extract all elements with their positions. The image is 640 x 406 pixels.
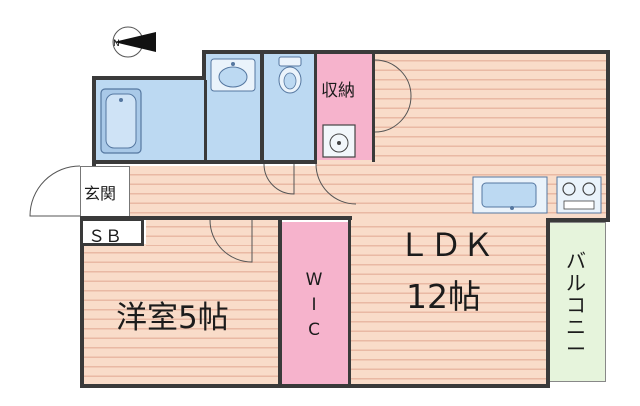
balcony-char: コ <box>566 293 586 317</box>
ldk-label: ＬＤＫ <box>398 226 495 264</box>
shoe-box <box>80 218 144 246</box>
wic-letter: I <box>311 295 317 315</box>
balcony-label: バ ル コ ニ ー <box>562 250 590 360</box>
entrance-label: 玄関 <box>84 184 117 203</box>
kitchen-sink-icon <box>472 176 548 214</box>
toilet-icon <box>278 56 302 94</box>
wic-label: W I C <box>300 268 328 343</box>
walk-in-closet <box>282 222 350 384</box>
western-room-upper <box>146 218 278 246</box>
wall-bath-top <box>92 76 204 80</box>
wall-top <box>202 50 610 54</box>
wall-bath-left <box>92 76 96 166</box>
wall-toilet-closet <box>314 54 317 164</box>
wall-balcony <box>546 218 550 388</box>
wall-ldk-right-step <box>546 218 610 222</box>
washbasin-icon <box>210 58 256 92</box>
balcony <box>548 222 606 382</box>
balcony-char: ル <box>566 271 586 295</box>
hallway-floor <box>128 166 318 218</box>
wic-letter: W <box>305 270 323 290</box>
wall-hall-bottom <box>80 216 352 220</box>
ldk-floor-lower <box>350 218 548 386</box>
balcony-char: ー <box>566 337 586 361</box>
svg-text:N: N <box>113 39 120 49</box>
closet-label: 収納 <box>321 81 355 101</box>
ldk-size-label: 12帖 <box>406 277 481 316</box>
balcony-char: ニ <box>566 315 586 339</box>
wall-wic-left <box>278 216 282 386</box>
wall-right <box>606 50 610 222</box>
wall-left <box>80 244 84 388</box>
wall-wash-toilet <box>260 54 264 164</box>
stove-icon <box>556 176 602 214</box>
bathtub-icon <box>100 88 142 154</box>
balcony-char: バ <box>566 249 586 273</box>
wall-closet-right <box>372 54 375 162</box>
wall-wic-right <box>348 216 351 386</box>
western-room-floor <box>82 244 280 386</box>
washing-machine-icon <box>322 124 356 158</box>
wall-bath-wash <box>204 80 207 164</box>
compass-icon: N <box>112 26 156 58</box>
wall-wash-left <box>202 50 206 80</box>
wall-bottom <box>80 384 550 388</box>
western-room-label: 洋室5帖 <box>116 300 229 336</box>
wic-letter: C <box>308 320 320 340</box>
shoe-box-label: ＳＢ <box>88 227 122 247</box>
